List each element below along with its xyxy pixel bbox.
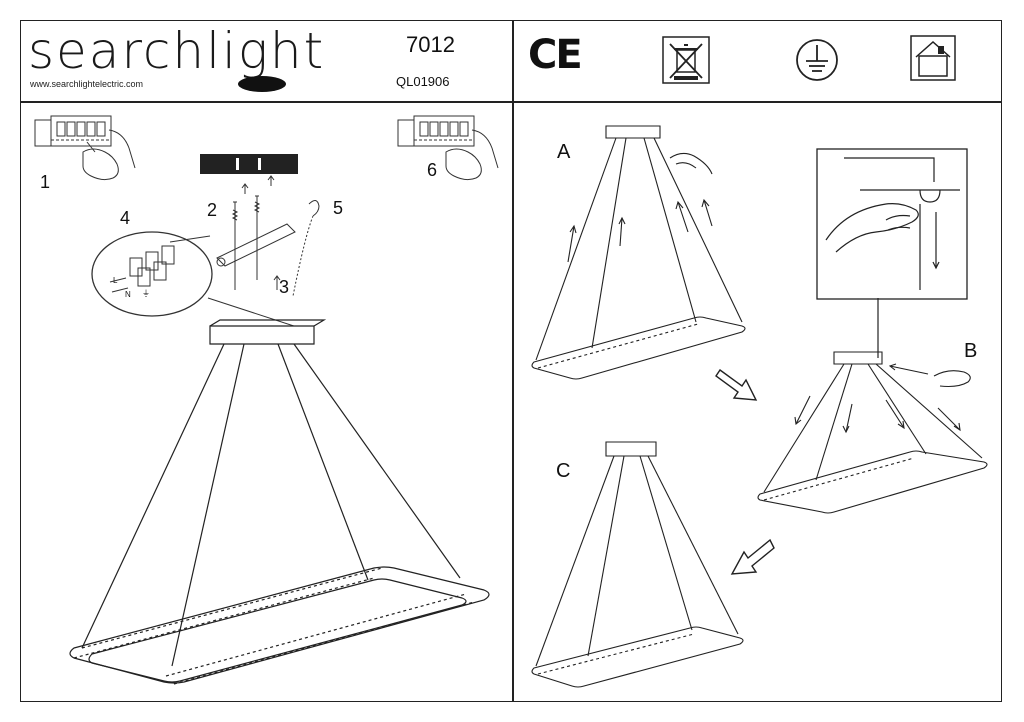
center-divider	[512, 20, 514, 702]
ce-mark: CE	[528, 32, 583, 78]
website-url: www.searchlightelectric.com	[30, 79, 144, 89]
terminal-block-hand-illustration-6	[397, 115, 499, 181]
step-5-label: 5	[333, 198, 344, 218]
adjust-step-c-illustration	[531, 441, 744, 688]
terminal-block-hand-illustration-1	[34, 115, 136, 181]
adjust-step-b-illustration	[757, 351, 988, 514]
adjust-step-a-illustration	[531, 125, 746, 380]
step-c-label: C	[556, 460, 571, 482]
flow-arrow-b-to-c	[730, 538, 775, 575]
terminal-label-n: N	[125, 290, 131, 299]
flow-arrow-a-to-b	[715, 369, 758, 401]
ceiling-illustration	[200, 154, 298, 174]
step-1-label: 1	[40, 172, 51, 192]
mounting-screws-and-bracket	[216, 175, 320, 297]
brand-logo-swoosh	[238, 76, 286, 92]
step-6-label: 6	[427, 160, 438, 180]
brand-logo-text: searchlight	[28, 22, 326, 80]
step-3-label: 3	[279, 277, 290, 297]
terminal-label-l: L	[113, 276, 118, 285]
indoor-use-icon	[910, 35, 956, 81]
step-b-label: B	[964, 340, 978, 362]
header-divider	[20, 101, 1002, 103]
step-a-label: A	[557, 141, 571, 163]
step-4-label: 4	[120, 208, 131, 228]
step-2-label: 2	[207, 200, 218, 220]
connector-detail-bubble	[91, 231, 301, 329]
model-number: 7012	[406, 32, 455, 57]
terminal-label-earth: ⏚	[142, 289, 150, 298]
product-code: QL01906	[396, 74, 450, 89]
release-mechanism-detail	[816, 148, 968, 358]
instruction-sheet-frame	[20, 20, 1002, 702]
earth-ground-icon	[796, 39, 838, 81]
weee-bin-icon	[662, 36, 710, 84]
chandelier-main-illustration	[69, 319, 490, 685]
